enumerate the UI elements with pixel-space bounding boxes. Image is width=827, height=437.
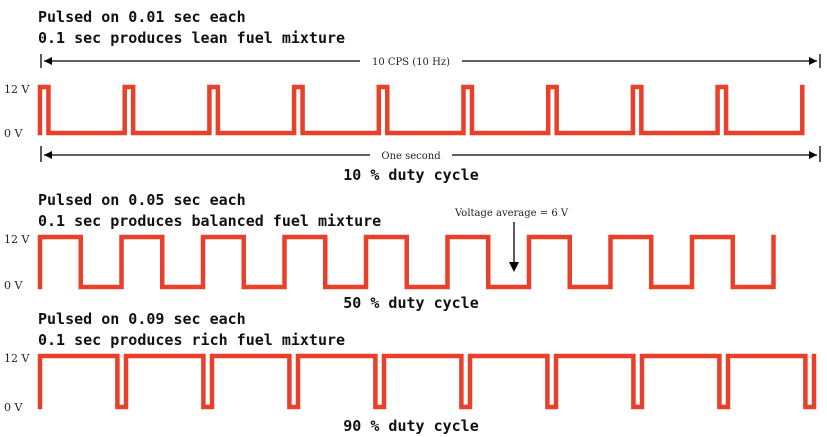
- panel1-heading-line2: 0.1 sec produces lean fuel mixture: [38, 29, 345, 47]
- panel3-heading-line2: 0.1 sec produces rich fuel mixture: [38, 331, 345, 349]
- panel2-low-label: 0 V: [4, 279, 23, 292]
- panel1-heading-line1: Pulsed on 0.01 sec each: [38, 8, 246, 26]
- panel1-duty-label: 10 % duty cycle: [343, 166, 478, 184]
- panel1-frequency-label: 10 CPS (10 Hz): [372, 57, 450, 68]
- panel-50-percent: Pulsed on 0.05 sec each 0.1 sec produces…: [4, 191, 776, 312]
- panel3-duty-label: 90 % duty cycle: [343, 417, 478, 435]
- panel2-annotation-arrow-icon: [509, 262, 519, 272]
- panel2-heading-line2: 0.1 sec produces balanced fuel mixture: [38, 212, 381, 230]
- panel1-signal-waveform: [37, 84, 805, 136]
- panel1-top-arrow-right-icon: [809, 57, 817, 65]
- panel3-high-label: 12 V: [4, 352, 30, 365]
- panel1-top-arrow-left-icon: [44, 57, 52, 65]
- panel1-bottom-arrow-left-icon: [44, 151, 52, 159]
- panel2-duty-label: 50 % duty cycle: [343, 294, 478, 312]
- panel-90-percent: Pulsed on 0.09 sec each 0.1 sec produces…: [4, 310, 817, 435]
- panel1-low-label: 0 V: [4, 127, 23, 140]
- panel1-high-label: 12 V: [4, 83, 30, 96]
- panel1-period-label: One second: [381, 151, 441, 162]
- panel3-heading-line1: Pulsed on 0.09 sec each: [38, 310, 246, 328]
- panel-10-percent: Pulsed on 0.01 sec each 0.1 sec produces…: [4, 8, 821, 184]
- panel2-signal-waveform: [37, 234, 776, 290]
- panel3-low-label: 0 V: [4, 401, 23, 414]
- panel2-heading-line1: Pulsed on 0.05 sec each: [38, 191, 246, 209]
- panel2-average-annotation: Voltage average = 6 V: [454, 208, 569, 219]
- panel1-bottom-arrow-right-icon: [809, 151, 817, 159]
- panel3-signal-waveform: [37, 353, 817, 410]
- panel2-high-label: 12 V: [4, 233, 30, 246]
